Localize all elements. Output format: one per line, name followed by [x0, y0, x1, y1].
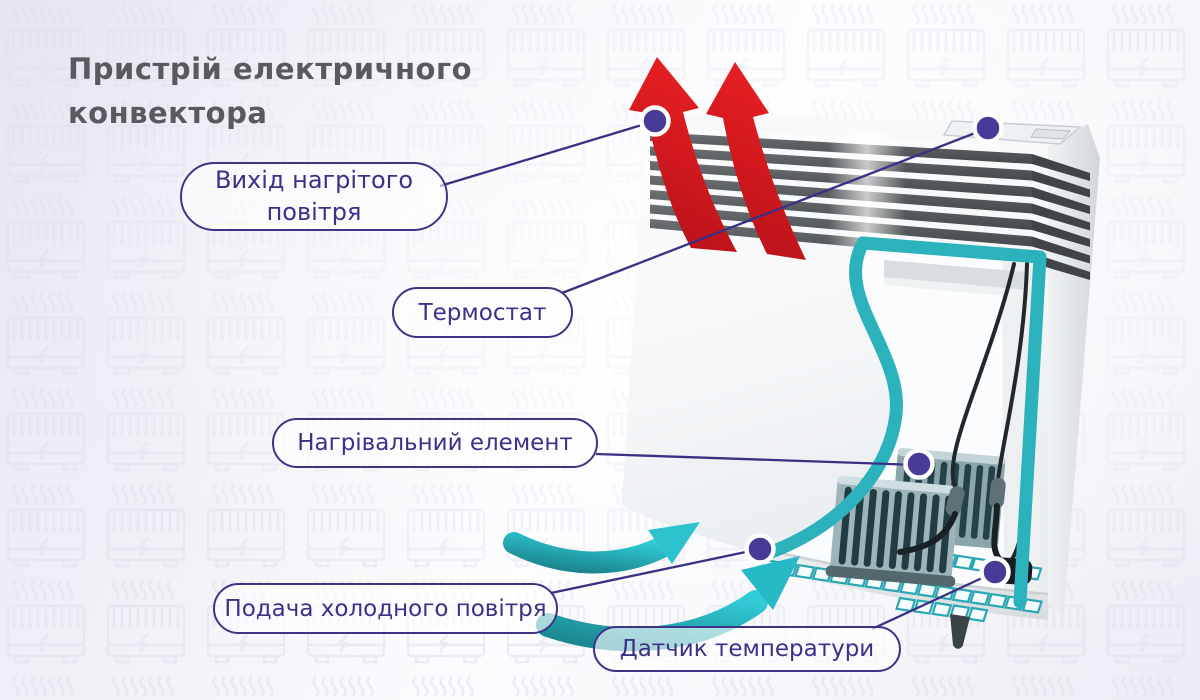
convector-illustration	[622, 114, 1100, 649]
louver-grille-right-band	[1032, 154, 1090, 280]
connector-heated-air	[439, 119, 656, 188]
wire-plug-1	[945, 486, 965, 516]
marker-dot-heated-air	[639, 105, 671, 137]
connector-heating-element	[595, 452, 920, 467]
connector-cold-air	[550, 547, 761, 595]
callout-cold-air-supply: Подача холодного повітря	[213, 583, 558, 634]
hot-air-arrow-2	[706, 62, 806, 260]
callout-heating-element: Нагрівальний елемент	[272, 418, 598, 468]
marker-dot-cold-air	[744, 533, 776, 565]
cutaway-outline	[750, 236, 1047, 609]
connector-temp-sensor	[871, 570, 996, 631]
cold-air-arrow-1-head	[648, 522, 700, 564]
cutaway-ledge-light	[884, 277, 1026, 298]
marker-dots	[639, 105, 1011, 588]
cold-air-arrow-2-head	[741, 556, 800, 610]
callout-temperature-sensor: Датчик температури	[593, 626, 901, 672]
cutaway-ledge	[884, 260, 1026, 290]
wire-plug-2	[989, 478, 1006, 509]
page-title: Пристрій електричного конвектора	[68, 52, 473, 130]
control-panel-display	[1030, 128, 1072, 140]
callout-heated-air-exit: Вихід нагрітого повітря	[180, 162, 448, 231]
marker-dot-temp-sensor	[979, 556, 1011, 588]
connector-thermostat	[561, 126, 989, 295]
marker-dot-heating-element	[903, 448, 935, 480]
callout-connectors	[439, 119, 996, 631]
callout-thermostat: Термостат	[392, 287, 573, 338]
convector-foot	[950, 614, 970, 649]
cold-air-arrow-1-tail	[503, 532, 671, 574]
marker-dot-thermostat	[972, 112, 1004, 144]
